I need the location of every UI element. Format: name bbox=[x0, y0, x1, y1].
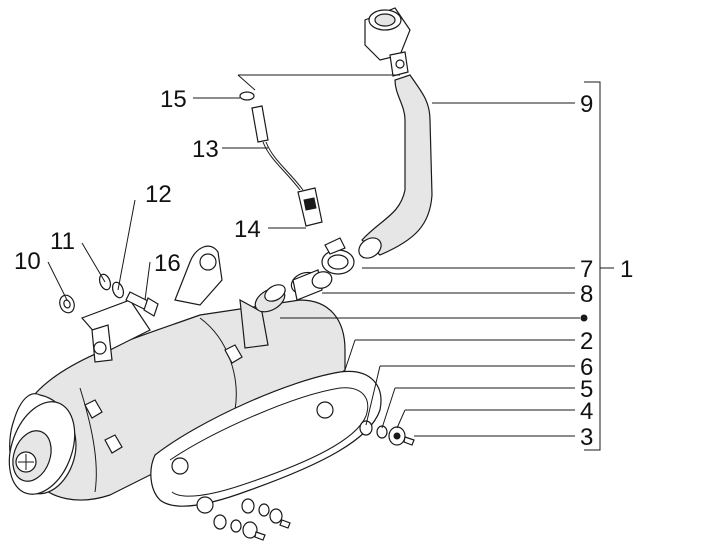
exhaust-seal bbox=[290, 269, 333, 301]
callout-6: 6 bbox=[580, 354, 593, 381]
callout-13: 13 bbox=[192, 136, 219, 163]
callout-10: 10 bbox=[14, 248, 41, 275]
lambda-sensor bbox=[251, 105, 304, 191]
callout-1: 1 bbox=[620, 256, 633, 283]
callout-5: 5 bbox=[580, 376, 593, 403]
callout-4: 4 bbox=[580, 398, 593, 425]
shield-fastener-set-upper bbox=[359, 420, 415, 446]
muffler-clip-middle bbox=[224, 344, 243, 364]
callout-15: 15 bbox=[160, 86, 187, 113]
sensor-washer bbox=[239, 91, 255, 101]
callout-2: 2 bbox=[580, 328, 593, 355]
shield-fastener-set-lower bbox=[213, 498, 291, 541]
callout-7: 7 bbox=[580, 256, 593, 283]
callout-11: 11 bbox=[50, 228, 75, 255]
exhaust-pipe bbox=[358, 7, 433, 259]
callout-9: 9 bbox=[580, 91, 593, 118]
callout-16: 16 bbox=[154, 250, 181, 277]
mounting-bracket bbox=[80, 245, 223, 363]
muffler-inlet-pipe bbox=[239, 284, 286, 349]
muffler-clip-lower bbox=[104, 434, 123, 454]
nut-10 bbox=[59, 294, 75, 314]
heat-shield bbox=[150, 370, 382, 514]
pipe-clamp bbox=[321, 237, 355, 275]
lambda-connector bbox=[297, 187, 323, 227]
bolt-16 bbox=[125, 291, 159, 317]
callout-14: 14 bbox=[234, 216, 261, 243]
callout-12: 12 bbox=[145, 181, 172, 208]
leader-lines bbox=[47, 74, 614, 451]
callout-3: 3 bbox=[580, 424, 593, 451]
callout-8: 8 bbox=[580, 281, 593, 308]
muffler-clip-upper bbox=[84, 399, 103, 419]
